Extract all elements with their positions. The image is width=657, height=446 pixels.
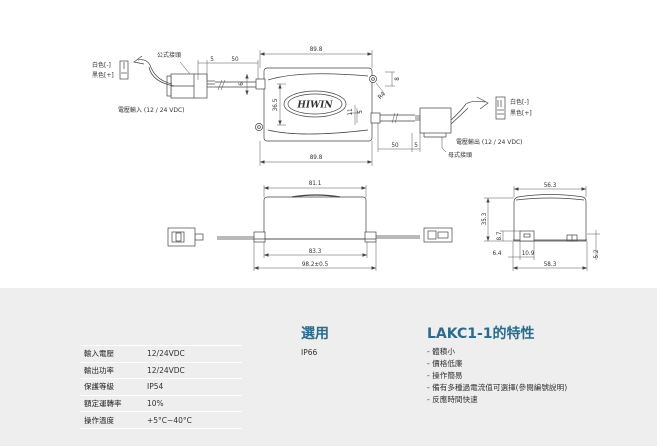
input-black-label: 黑色[+]: [92, 71, 114, 79]
spec-label: 保護等級: [80, 378, 143, 396]
top-view: HIWIN: [119, 50, 506, 166]
dim-conn-width: 10.9: [522, 250, 535, 257]
features-list: - 體積小 - 價格低廉 - 操作簡易 - 備有多種過電流值可選擇(參閱編號說明…: [427, 346, 567, 406]
spec-label: 操作溫度: [80, 411, 143, 429]
female-connector: [419, 107, 452, 134]
dim-side-top: 81.1: [309, 180, 322, 187]
arrow-right: [476, 96, 489, 110]
options-title: 選用: [301, 326, 329, 342]
dim-hole-offset: 8: [394, 77, 401, 81]
housing-end: [513, 194, 587, 242]
side-view: [167, 185, 453, 271]
dim-top-width: 89.8: [310, 46, 323, 53]
dim-cable-dia: 6: [238, 82, 245, 86]
dim-left-cable: 50: [231, 56, 239, 63]
dim-foot-height: 5.2: [593, 249, 600, 258]
features-title: LAKC1-1的特性: [427, 326, 535, 342]
arrow-left: [133, 55, 145, 65]
dim-bottom-width: 89.8: [310, 154, 323, 161]
output-black-label: 黑色[+]: [510, 109, 532, 117]
dim-end-base: 58.3: [544, 261, 557, 268]
list-item: - 備有多種過電流值可選擇(參閱編號說明): [427, 383, 568, 392]
logo-text: HIWIN: [296, 101, 333, 111]
side-male-connector: [167, 227, 196, 247]
dim-right-cable: 50: [391, 142, 399, 149]
list-item: - 操作簡易: [427, 371, 463, 380]
input-white-label: 白色[-]: [92, 61, 111, 69]
housing-side: [263, 196, 367, 240]
housing-top: [263, 67, 373, 142]
spec-label: 輸入電壓: [80, 345, 143, 363]
dim-hole-radius: R4: [377, 91, 388, 102]
output-caption: 電壓輸出 (12 / 24 VDC): [456, 138, 523, 146]
list-item: - 價格低廉: [427, 359, 463, 368]
dim-end-height: 35.3: [481, 212, 488, 225]
input-caption: 電壓輸入 (12 / 24 VDC): [118, 106, 185, 114]
hiwin-logo: [283, 90, 347, 118]
dim-left-conn: 5: [210, 56, 214, 63]
dim-conn-offset: 6.4: [492, 250, 501, 257]
spec-value: 10%: [143, 395, 242, 413]
female-connector-label: 母式接頭: [448, 151, 472, 159]
dim-outlet-5: 5: [357, 110, 364, 114]
dim-right-conn: 5: [414, 142, 418, 149]
spec-value: 12/24VDC: [143, 362, 242, 380]
mount-hole-left: [255, 123, 263, 131]
dim-side-base: 83.3: [309, 248, 322, 255]
output-white-label: 白色[-]: [510, 98, 529, 106]
dim-inner-height: 36.5: [272, 98, 279, 111]
dim-outlet-11: 11: [347, 108, 354, 116]
spec-label: 額定運轉率: [80, 395, 143, 413]
technical-drawing: HIWIN: [92, 46, 600, 271]
list-item: - 反應時間快速: [427, 395, 478, 404]
dim-side-overall: 98.2±0.5: [302, 261, 329, 268]
spec-value: 12/24VDC: [143, 345, 242, 363]
mount-hole-right: [369, 75, 377, 83]
spec-label: 輸出功率: [80, 362, 143, 380]
end-connector: [519, 230, 535, 242]
spec-value: +5°C~40°C: [143, 411, 242, 429]
list-item: - 體積小: [427, 347, 455, 356]
dim-end-top: 56.3: [544, 182, 557, 189]
options-value: IP66: [301, 348, 318, 357]
input-pin-icon: [119, 60, 129, 80]
table-row: 操作溫度+5°C~40°C: [80, 411, 242, 429]
spec-value: IP54: [143, 378, 242, 396]
male-connector-label: 公式接頭: [157, 51, 181, 59]
dim-conn-height: 8.7: [496, 231, 503, 240]
end-view: [484, 186, 600, 271]
output-pin-icon: [495, 96, 506, 120]
